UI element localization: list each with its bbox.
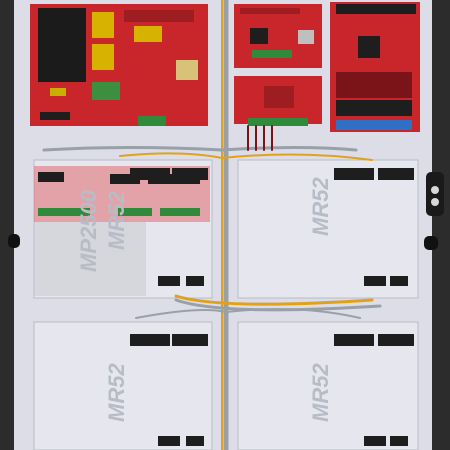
- label-mp2500: MP2500: [76, 189, 101, 272]
- interface-board: [234, 76, 322, 126]
- transformer-yellow-2: [92, 44, 114, 70]
- transformer-core: [176, 60, 198, 80]
- power-supply-board: [30, 4, 208, 126]
- hinge-left: [8, 234, 20, 248]
- lock-hole-bottom: [431, 198, 439, 206]
- latch-right: [424, 236, 438, 250]
- wiring-harness: [42, 0, 382, 450]
- transformer-yellow-3: [134, 26, 162, 42]
- label-mr52-bottom-right: MR52: [308, 363, 333, 422]
- label-mr52-bottom-left: MR52: [104, 363, 129, 422]
- relay-green: [92, 82, 120, 100]
- relay-board: [330, 2, 420, 132]
- lock-hole-top: [431, 186, 439, 194]
- relay-terminals: [336, 120, 412, 130]
- transformer-yellow-1: [92, 12, 114, 38]
- label-mr52-top-right: MR52: [308, 177, 333, 236]
- label-mr52-overlay: MR52: [104, 191, 129, 250]
- psu-terminal-block: [138, 116, 166, 126]
- terminal-blocks: [38, 168, 414, 446]
- relay-row: [336, 100, 412, 116]
- mr52-plate-top-right: [237, 159, 419, 299]
- controller-board-small: [234, 4, 322, 68]
- cpu-chip: [358, 36, 380, 58]
- transformer-block: [38, 8, 86, 82]
- ethernet-jack: [298, 30, 314, 44]
